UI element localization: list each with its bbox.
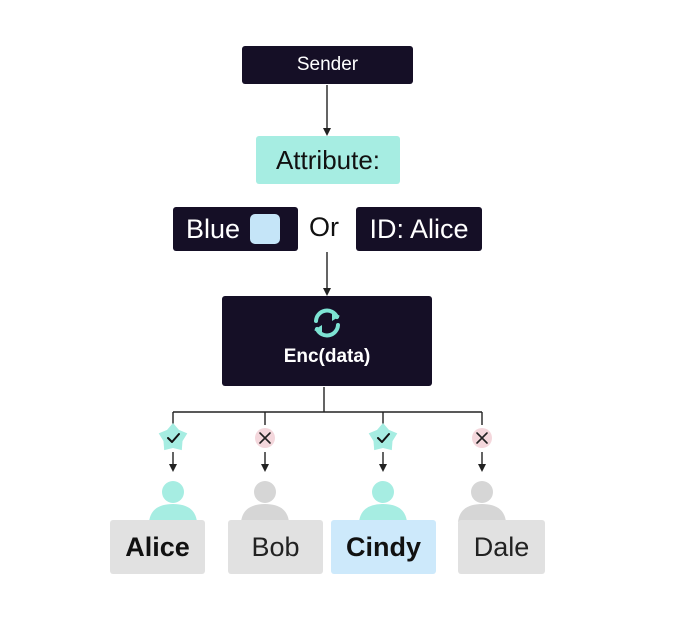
cross-icon (259, 432, 271, 444)
policy-blue-box: Blue (173, 207, 298, 251)
cross-icon (476, 432, 488, 444)
recipient-alice-box: Alice (110, 520, 205, 574)
attribute-label: Attribute: (275, 144, 381, 175)
avatar-body-icon (359, 504, 407, 522)
avatar-body-icon (241, 504, 289, 522)
recipient-name: Alice (125, 531, 190, 562)
check-badge-icon (368, 423, 398, 451)
check-mark-icon (167, 433, 180, 443)
policy-id-label: ID: Alice (369, 213, 469, 244)
recipient-name: Bob (251, 531, 300, 562)
recipient-bob-box: Bob (228, 520, 323, 574)
recipient-name: Cindy (345, 531, 421, 562)
avatar-body-icon (149, 504, 197, 522)
encryption-label: Enc(data) (283, 346, 371, 367)
encryption-box: Enc(data) (222, 296, 432, 386)
refresh-icon (314, 308, 340, 338)
check-badge-icon (158, 423, 188, 451)
recipient-dale-box: Dale (458, 520, 545, 574)
avatar-head-icon (471, 481, 493, 503)
policy-id-box: ID: Alice (356, 207, 482, 251)
avatar-head-icon (372, 481, 394, 503)
policy-operator: Or (309, 212, 339, 242)
policy-blue-label: Blue (186, 213, 241, 244)
check-mark-icon (377, 433, 390, 443)
avatar-head-icon (254, 481, 276, 503)
recipient-cindy-box: Cindy (331, 520, 436, 574)
sender-box: Sender (242, 46, 413, 84)
avatar-body-icon (458, 504, 506, 522)
sender-label: Sender (296, 54, 359, 75)
avatar-head-icon (162, 481, 184, 503)
blue-swatch (250, 214, 281, 244)
attribute-box: Attribute: (256, 136, 400, 184)
recipient-name: Dale (473, 531, 530, 562)
